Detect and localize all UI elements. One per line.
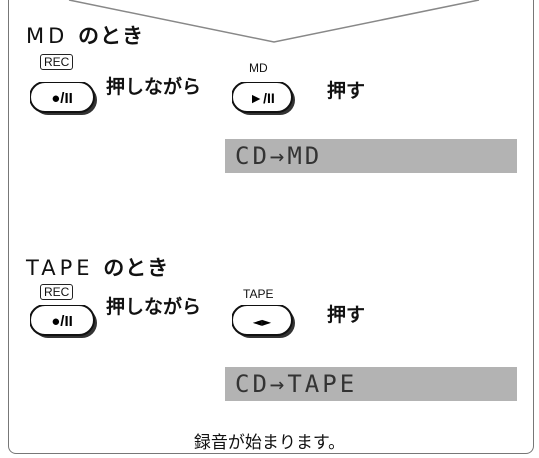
md-press-text: 押す [327,80,366,102]
md-play-key-symbol: ►/II [249,90,275,106]
tape-hold-text: 押しながら [106,296,202,318]
md-heading-prefix: MD [26,24,69,48]
md-section-heading: MD のとき [26,20,144,50]
md-hold-text: 押しながら [106,76,202,98]
tape-play-key[interactable]: ◄► [232,305,302,341]
md-play-pause-key[interactable]: ►/II [232,82,302,118]
md-rec-pause-key[interactable]: ●/II [30,82,100,118]
tape-play-key-label: TAPE [243,287,274,301]
tape-heading-suffix: のとき [103,256,170,280]
tape-press-text: 押す [327,304,366,326]
md-lcd-display: CD→MD [225,139,517,173]
md-play-key-label: MD [249,61,268,75]
tape-rec-key-symbol: ●/II [51,313,73,330]
recording-start-message: 録音が始まります。 [193,433,346,453]
tape-lcd-display: CD→TAPE [225,367,517,401]
tape-rec-key-label: REC [40,284,74,300]
tape-heading-prefix: TAPE [26,256,94,280]
md-rec-key-symbol: ●/II [51,90,73,107]
panel-notch-pointer [68,0,480,43]
tape-section-heading: TAPE のとき [26,252,169,282]
tape-rec-pause-key[interactable]: ●/II [30,305,100,341]
md-rec-key-label: REC [40,54,74,70]
tape-play-key-symbol: ◄► [253,315,272,329]
md-heading-suffix: のとき [77,24,144,48]
